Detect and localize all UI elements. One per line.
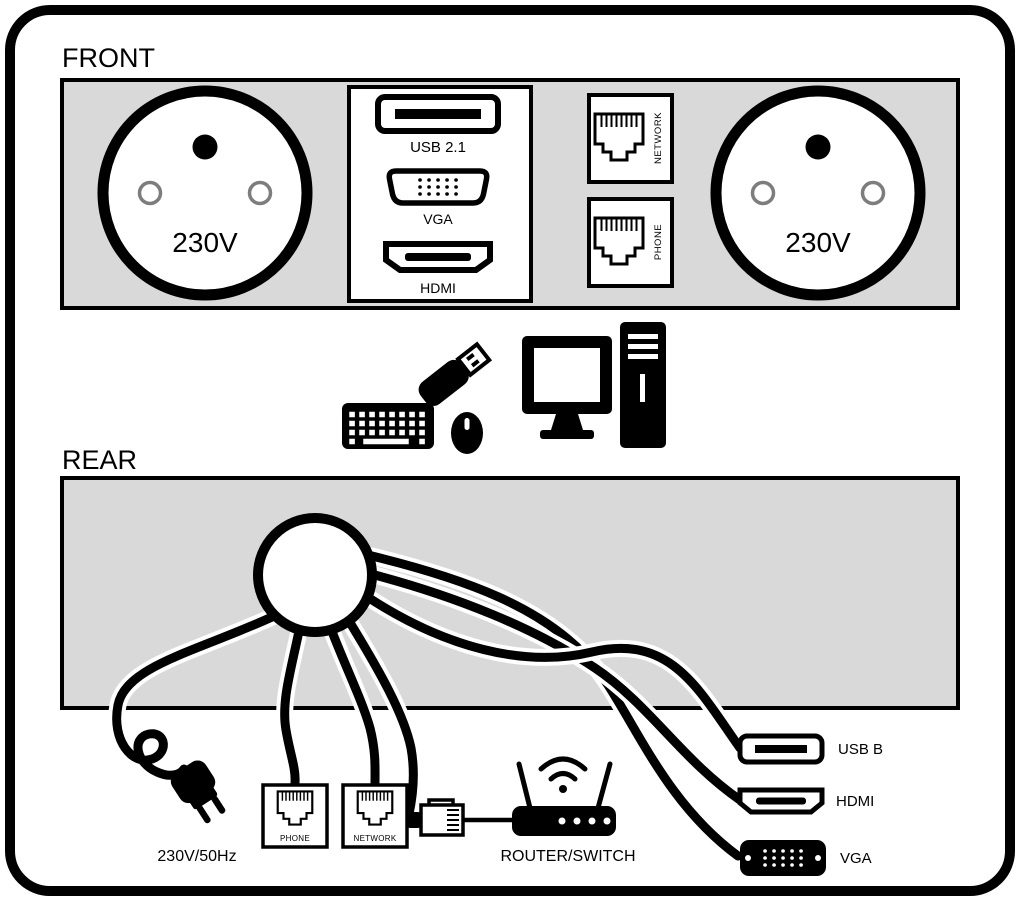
cable-to-phone	[276, 622, 308, 792]
cable-to-power-plug	[108, 608, 281, 784]
wifi-arc-small	[548, 771, 578, 782]
rear-network-label: NETWORK	[354, 834, 397, 843]
vga-label: VGA	[840, 850, 872, 867]
rj45-port-icon	[593, 112, 645, 162]
cable-to-hdmi	[362, 565, 749, 809]
hdmi-connector-icon	[737, 787, 825, 815]
wifi-dot	[559, 785, 567, 793]
vga-pins	[418, 178, 458, 196]
vga-screw-left	[745, 855, 751, 861]
front-phone-jack: PHONE	[587, 197, 674, 288]
monitor-stand	[551, 414, 583, 430]
peripherals-illustration	[342, 322, 666, 454]
router-antenna-right	[595, 761, 613, 811]
earth-pin	[192, 134, 218, 160]
rear-section: REAR	[60, 445, 960, 865]
rj45-port-icon	[356, 790, 394, 826]
wifi-arc-large	[538, 756, 588, 772]
rj45-port-icon	[593, 216, 645, 266]
cable-grommet	[253, 513, 377, 637]
usb-port-label: USB 2.1	[410, 139, 466, 156]
rear-panel	[60, 476, 960, 710]
cable-to-ethernet-plug	[340, 612, 422, 823]
socket-hole-left	[137, 180, 163, 206]
keyboard-keys	[349, 411, 425, 445]
power-plug-label: 230V/50Hz	[157, 848, 236, 865]
usb-b-connector-icon	[737, 733, 825, 765]
rj45-port-icon	[276, 790, 314, 826]
cable-to-network	[322, 620, 384, 792]
socket-hole-right	[860, 180, 886, 206]
phone-jack-label: PHONE	[653, 224, 664, 260]
network-jack-label: NETWORK	[653, 112, 664, 164]
plug-latch	[427, 798, 455, 805]
rear-phone-label: PHONE	[280, 834, 310, 843]
vga-connector-icon	[740, 840, 826, 876]
front-label: FRONT	[62, 43, 155, 73]
vga-port-icon	[386, 168, 490, 206]
earth-pin	[805, 134, 831, 160]
front-socket-right: 230V	[710, 85, 926, 301]
monitor-base	[540, 430, 594, 439]
front-socket-left: 230V	[97, 85, 313, 301]
socket-hole-left	[750, 180, 776, 206]
socket-hole-right	[247, 180, 273, 206]
plug-boot	[407, 812, 421, 828]
rear-network-jack: NETWORK	[341, 783, 409, 849]
power-plug-icon	[170, 760, 226, 824]
front-section: FRONT 230V 230V USB 2.1	[60, 43, 960, 310]
vga-port-label: VGA	[423, 211, 453, 227]
outer-border	[5, 5, 1015, 896]
rear-phone-jack: PHONE	[261, 783, 329, 849]
desktop-computer-icon	[522, 322, 666, 448]
hdmi-label: HDMI	[836, 793, 874, 810]
rear-label: REAR	[62, 445, 137, 475]
usb-b-label: USB B	[838, 741, 883, 758]
front-network-jack: NETWORK	[587, 93, 674, 184]
socket-voltage-label: 230V	[172, 227, 238, 258]
socket-voltage-label: 230V	[785, 227, 851, 258]
router-icon	[512, 756, 616, 836]
hdmi-port-icon	[383, 241, 493, 273]
monitor-screen	[534, 348, 600, 402]
router-antenna-left	[516, 761, 533, 811]
front-media-box: USB 2.1 VGA HDMI	[347, 85, 533, 303]
cable-to-usb-b	[357, 587, 749, 757]
ethernet-plug-icon	[407, 798, 465, 837]
vga-pins	[763, 849, 803, 867]
keyboard-icon	[342, 403, 434, 449]
rear-connections: 230V/50Hz PHONE NETWORK	[157, 733, 883, 876]
plug-pins	[447, 809, 459, 831]
usb-stick-icon	[418, 341, 493, 406]
usb-a-port-icon	[375, 94, 501, 134]
vga-screw-right	[815, 855, 821, 861]
mouse-icon	[451, 412, 483, 454]
router-label: ROUTER/SWITCH	[500, 848, 635, 865]
hdmi-port-label: HDMI	[420, 280, 456, 296]
